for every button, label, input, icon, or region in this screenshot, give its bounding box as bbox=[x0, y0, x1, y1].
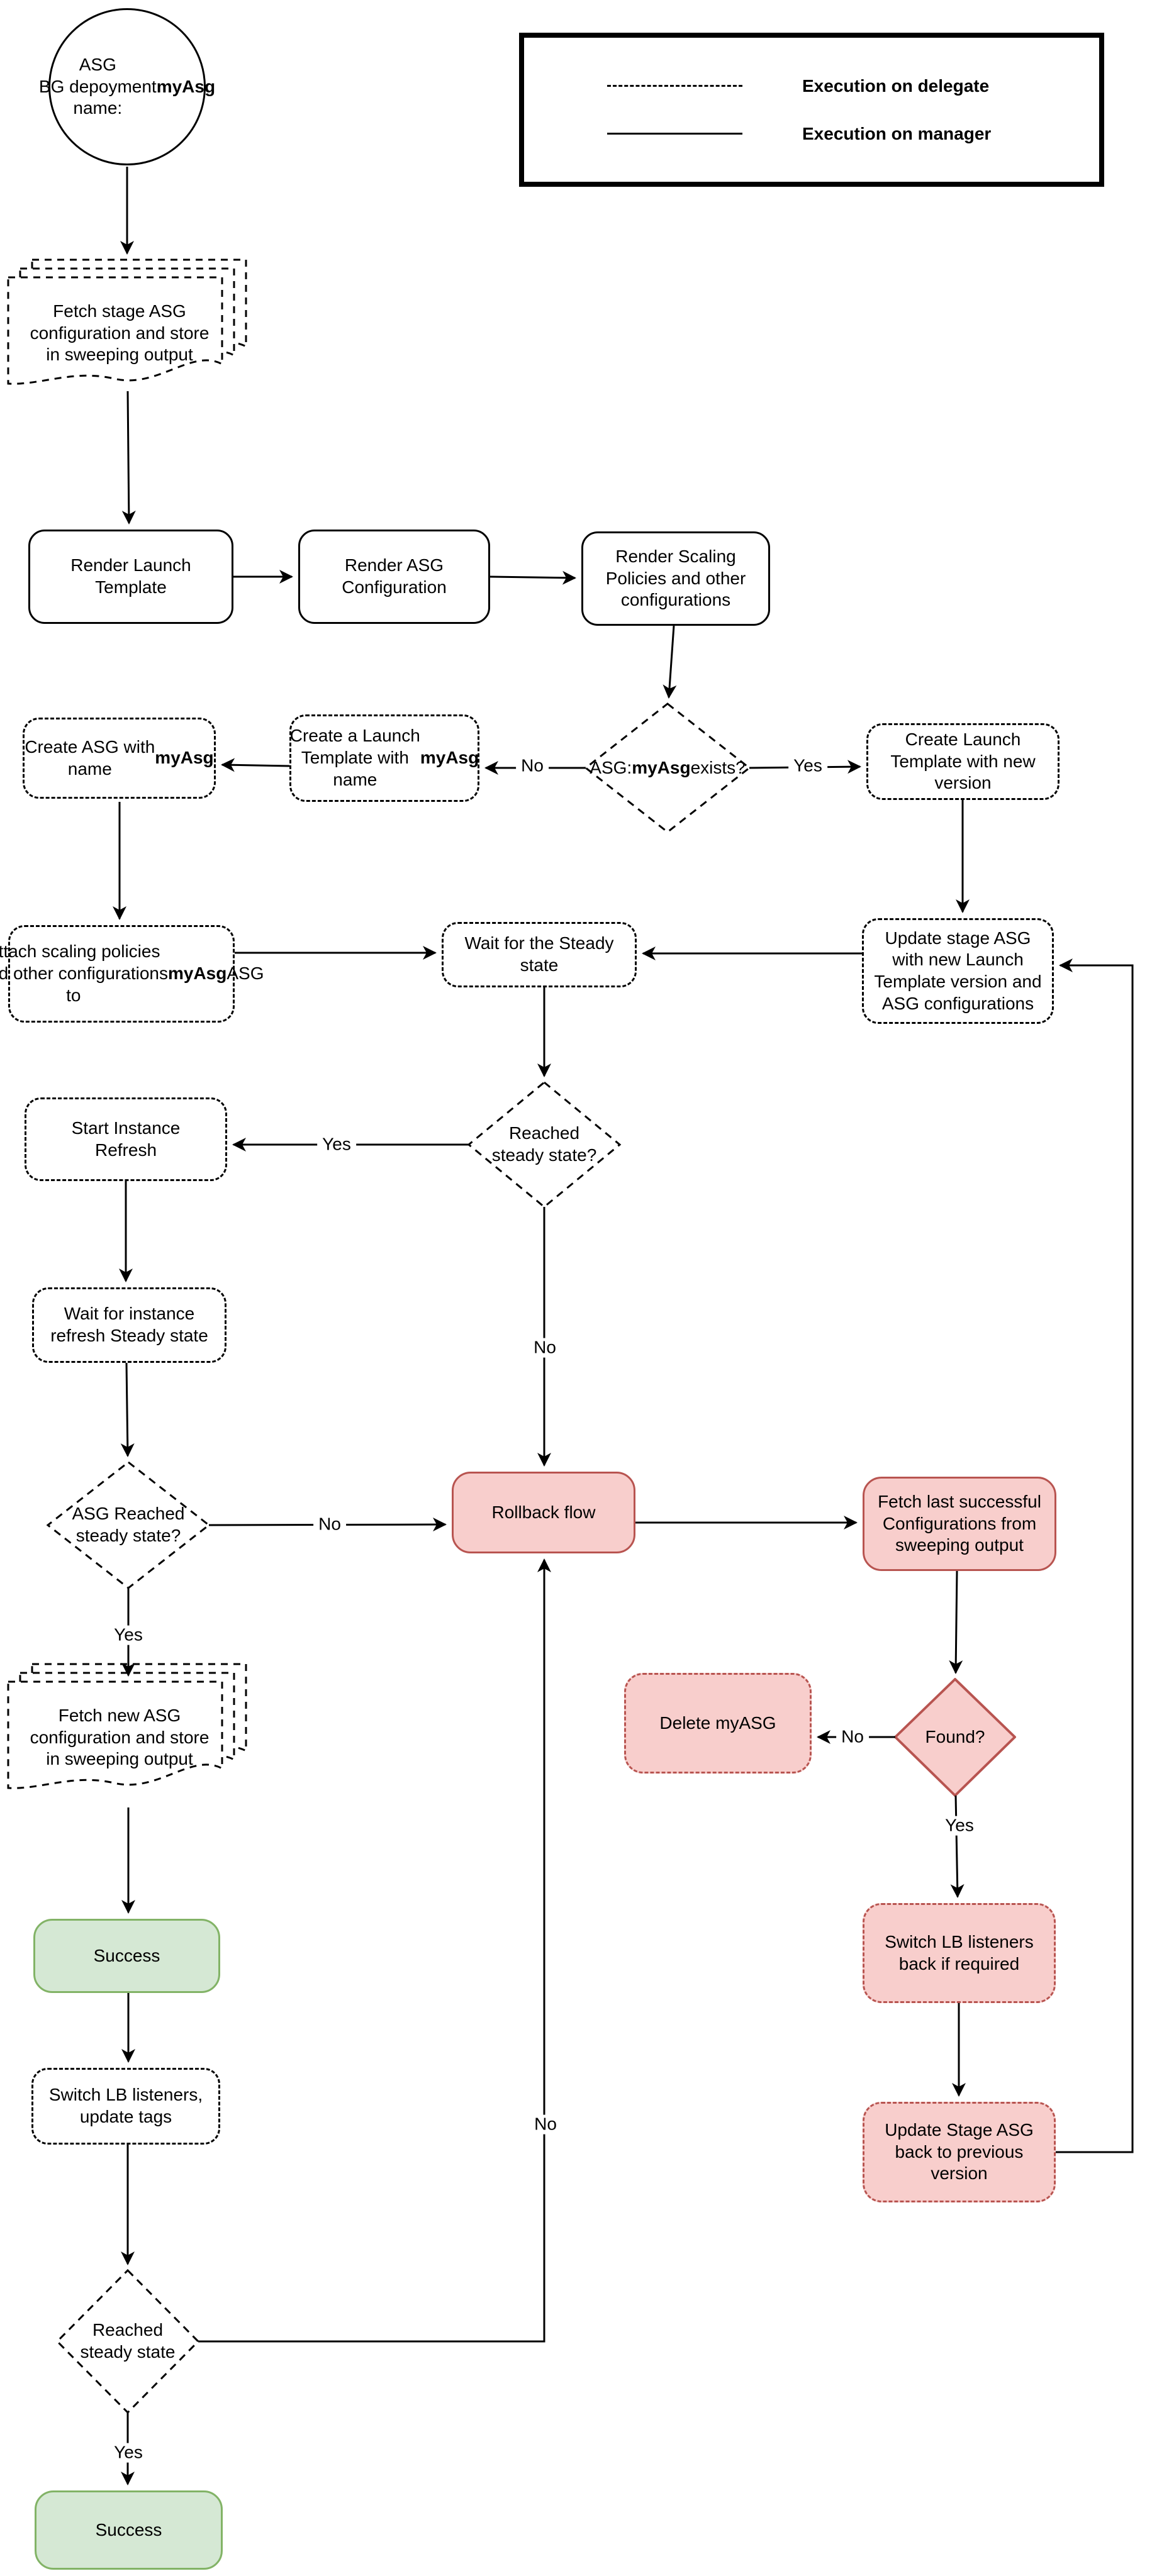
legend-row-manager: Execution on manager bbox=[524, 124, 1099, 144]
node-success-1: Success bbox=[33, 1919, 220, 1993]
edge-fetchlast-to-found bbox=[949, 1570, 963, 1674]
decision-asg-exists-shape bbox=[584, 702, 751, 833]
edge-reached2-no bbox=[198, 1558, 551, 2343]
edge-label-reached1-yes: Yes bbox=[317, 1135, 356, 1155]
edge-render3-to-exists bbox=[663, 625, 677, 699]
legend-label-delegate: Execution on delegate bbox=[802, 75, 990, 96]
edge-updateback-to-updatestage bbox=[1056, 958, 1134, 2153]
edge-label-exists-yes: Yes bbox=[788, 756, 827, 776]
edge-label-found-yes: Yes bbox=[940, 1816, 979, 1836]
multidoc-fetch-stage bbox=[7, 258, 247, 385]
edge-label-reached2-yes: Yes bbox=[109, 2443, 148, 2463]
edge-fetch-to-render bbox=[121, 391, 136, 525]
edge-createlaunch-to-createasg bbox=[221, 758, 290, 772]
node-switch-lb-listeners: Switch LB listeners,update tags bbox=[31, 2068, 220, 2145]
node-delete-myasg: Delete myASG bbox=[624, 1673, 812, 1774]
edge-label-reached2-no: No bbox=[529, 2114, 562, 2135]
edge-label-reached1-no: No bbox=[528, 1338, 561, 1358]
decision-found-label: Found? bbox=[925, 1727, 985, 1747]
edge-label-asgreached-no: No bbox=[313, 1514, 346, 1535]
decision-asg-exists-label: ASG:myAsg exists? bbox=[590, 757, 746, 777]
edge-waitref-to-asgreached bbox=[120, 1362, 135, 1457]
edge-label-exists-no: No bbox=[516, 756, 549, 776]
legend-row-delegate: Execution on delegate bbox=[524, 76, 1099, 96]
solid-line-sample bbox=[607, 133, 742, 135]
legend: Execution on delegate Execution on manag… bbox=[519, 33, 1104, 187]
edge-found-yes bbox=[950, 1795, 965, 1898]
multidoc-fetch-new bbox=[7, 1663, 247, 1789]
node-rollback-flow: Rollback flow bbox=[452, 1472, 635, 1553]
legend-label-manager: Execution on manager bbox=[802, 123, 992, 143]
edge-label-found-no: No bbox=[836, 1727, 869, 1747]
decision-found-shape bbox=[894, 1678, 1016, 1797]
edge-label-asgreached-yes: Yes bbox=[109, 1625, 148, 1645]
dashed-line-sample bbox=[607, 85, 742, 87]
node-attach-scaling-policies: Attach scaling policiesand other configu… bbox=[0, 925, 264, 1023]
edge-render2-to-render3 bbox=[489, 570, 576, 585]
node-success-2: Success bbox=[35, 2490, 223, 2570]
decision-reached-steady-1-shape bbox=[467, 1081, 622, 1208]
